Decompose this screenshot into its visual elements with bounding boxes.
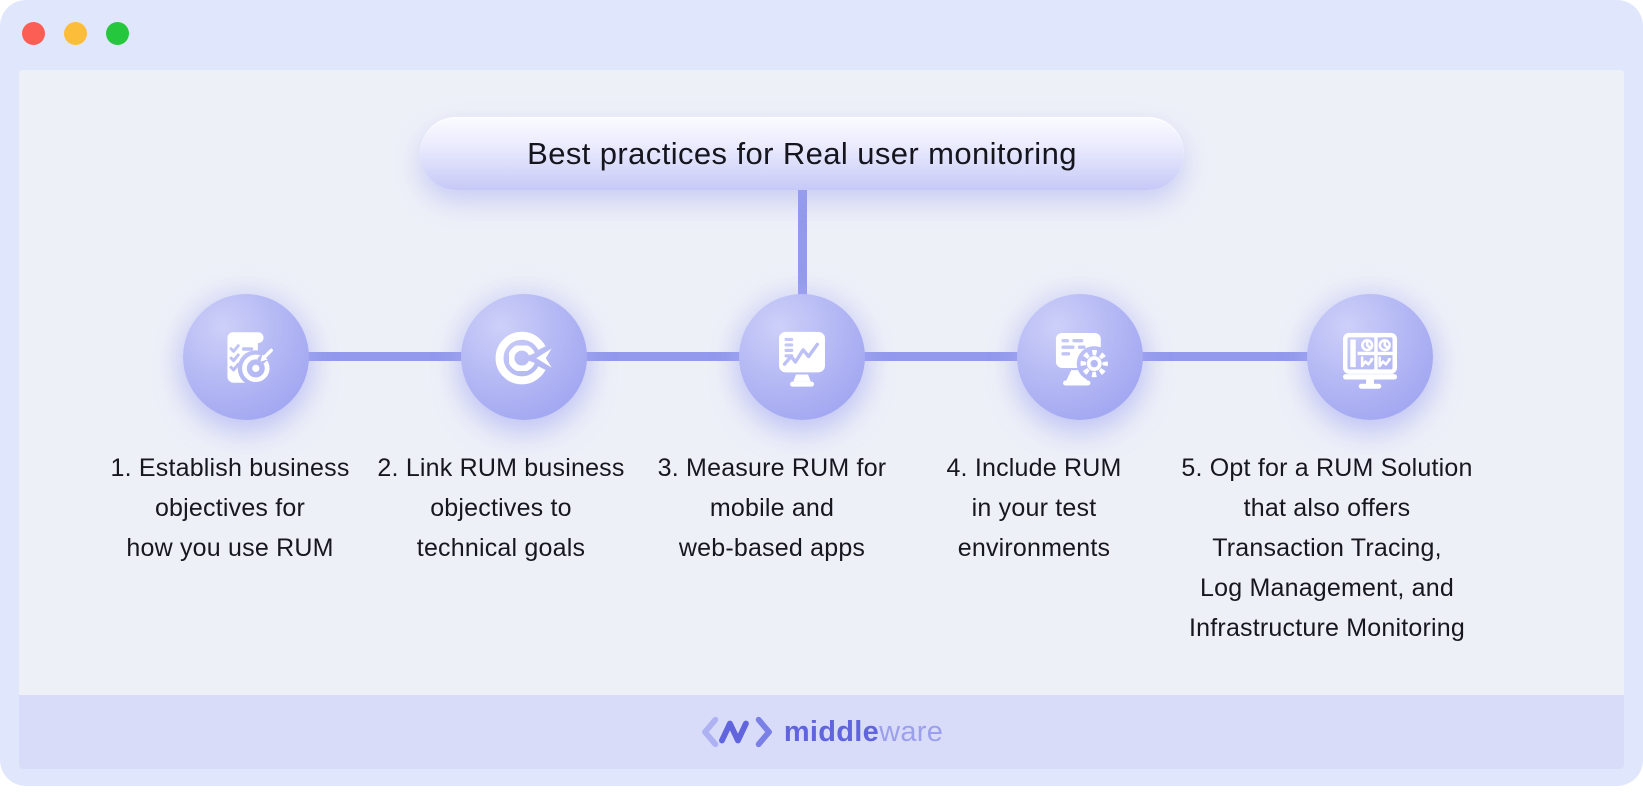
step-label-5: 5. Opt for a RUM Solution that also offe… bbox=[1181, 454, 1473, 642]
step-label-4: 4. Include RUM in your test environments bbox=[946, 454, 1122, 562]
title-pill: Best practices for Real user monitoring bbox=[420, 117, 1184, 190]
maximize-button[interactable] bbox=[106, 22, 129, 45]
step-node-5 bbox=[1307, 294, 1433, 420]
step-node-4 bbox=[1017, 294, 1143, 420]
footer-bar: middleware bbox=[19, 695, 1624, 769]
step-label-3: 3. Measure RUM for mobile and web-based … bbox=[657, 454, 887, 562]
infographic-panel: Best practices for Real user monitoring bbox=[19, 70, 1624, 769]
middleware-logo-icon bbox=[701, 716, 772, 748]
brand-middle: middle bbox=[783, 715, 880, 748]
step-label-2: 2. Link RUM business objectives to techn… bbox=[377, 454, 625, 562]
step-node-3 bbox=[739, 294, 865, 420]
page-title: Best practices for Real user monitoring bbox=[527, 135, 1077, 171]
window-titlebar bbox=[22, 22, 129, 46]
brand-wordmark: middleware bbox=[784, 716, 943, 749]
connector-vertical bbox=[798, 186, 807, 302]
step-label-1: 1. Establish business objectives for how… bbox=[110, 454, 350, 562]
monitor-analytics-icon bbox=[779, 331, 825, 387]
brand-ware: ware bbox=[879, 715, 944, 748]
step-node-2 bbox=[461, 294, 587, 420]
minimize-button[interactable] bbox=[64, 22, 87, 45]
close-button[interactable] bbox=[22, 22, 45, 45]
checklist-target-icon bbox=[227, 332, 273, 383]
step-node-1 bbox=[183, 294, 309, 420]
dashboard-monitor-icon bbox=[1343, 332, 1397, 389]
monitor-gear-icon bbox=[1055, 332, 1108, 386]
goal-target-icon bbox=[495, 331, 552, 385]
